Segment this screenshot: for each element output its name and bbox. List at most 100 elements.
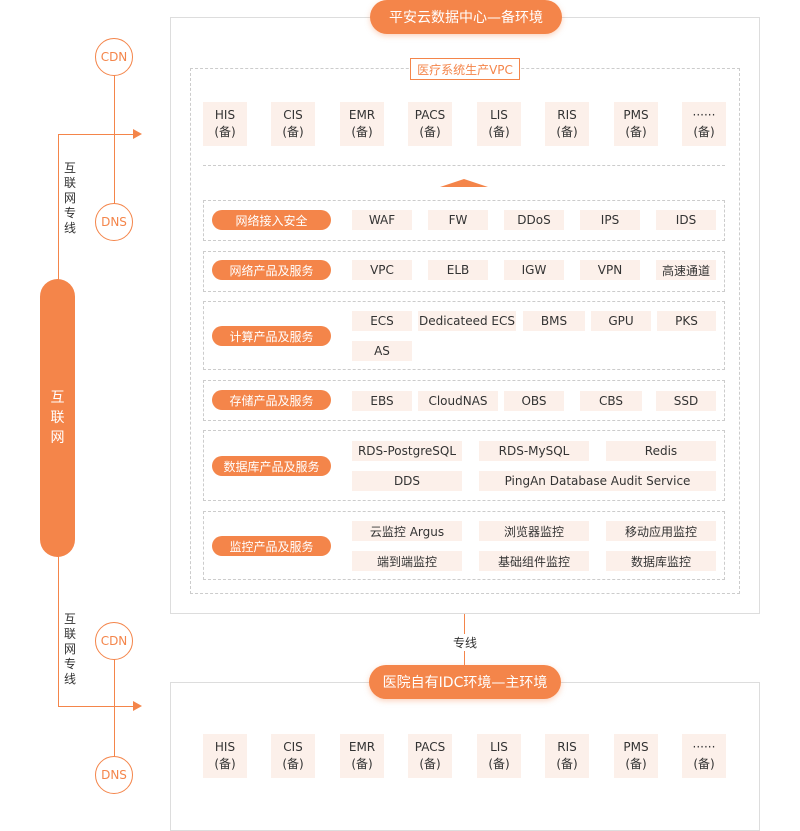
system-name: ······ — [692, 108, 716, 122]
system-tag: (备) — [351, 757, 373, 771]
service-item: DDoS — [504, 210, 564, 230]
service-item: 移动应用监控 — [606, 521, 716, 541]
service-item: RDS-PostgreSQL — [352, 441, 462, 461]
system-card: LIS (备) — [477, 734, 521, 778]
service-item: EBS — [352, 391, 412, 411]
system-card: EMR (备) — [340, 734, 384, 778]
system-card: LIS (备) — [477, 102, 521, 146]
service-item: ELB — [428, 260, 488, 280]
arrow-right-icon — [133, 129, 142, 139]
service-item: WAF — [352, 210, 412, 230]
up-arrow-icon — [440, 179, 488, 187]
primary-environment-title: 医院自有IDC环境—主环境 — [369, 665, 561, 699]
system-card: ······ (备) — [682, 734, 726, 778]
system-name: PACS — [414, 108, 446, 122]
system-name: PMS — [623, 740, 649, 754]
dns-node-bottom: DNS — [95, 756, 133, 794]
layer-category: 计算产品及服务 — [212, 326, 331, 346]
system-card: HIS (备) — [203, 102, 247, 146]
system-tag: (备) — [214, 757, 236, 771]
service-item: SSD — [656, 391, 716, 411]
service-item: RDS-MySQL — [479, 441, 589, 461]
system-name: CIS — [283, 108, 303, 122]
system-card: HIS (备) — [203, 734, 247, 778]
system-tag: (备) — [488, 757, 510, 771]
service-item: PKS — [657, 311, 716, 331]
system-tag: (备) — [282, 125, 304, 139]
system-name: LIS — [490, 740, 508, 754]
layer-category: 监控产品及服务 — [212, 536, 331, 556]
system-name: HIS — [214, 108, 236, 122]
service-item: 基础组件监控 — [479, 551, 589, 571]
system-tag: (备) — [282, 757, 304, 771]
system-card: EMR(备) — [340, 102, 384, 146]
internet-line-top — [58, 134, 59, 280]
service-item: ECS — [352, 311, 412, 331]
system-tag: (备) — [693, 757, 715, 771]
service-layer — [203, 251, 725, 292]
service-item: 云监控 Argus — [352, 521, 462, 541]
service-item: BMS — [523, 311, 585, 331]
system-card: RIS(备) — [545, 102, 589, 146]
cdn-dns-link-top — [114, 74, 115, 204]
service-item: CBS — [580, 391, 642, 411]
internet-line-top-horizontal — [58, 134, 134, 135]
system-name: ······ — [692, 740, 716, 754]
service-item: DDS — [352, 471, 462, 491]
internet-line-label-top: 互联网专线 — [63, 161, 76, 235]
system-tag: (备) — [488, 125, 510, 139]
backup-environment-title: 平安云数据中心—备环境 — [370, 0, 562, 34]
layer-category: 网络接入安全 — [212, 210, 331, 230]
arrow-right-icon — [133, 701, 142, 711]
service-item: CloudNAS — [418, 391, 498, 411]
dedicated-line-label: 专线 — [451, 634, 480, 651]
service-item: VPC — [352, 260, 412, 280]
service-item: FW — [428, 210, 488, 230]
system-tag: (备) — [214, 125, 236, 139]
layer-category: 网络产品及服务 — [212, 260, 331, 280]
system-tag: (备) — [419, 757, 441, 771]
service-layer — [203, 430, 725, 501]
system-name: EMR — [348, 740, 376, 754]
service-item: IDS — [656, 210, 716, 230]
service-layer — [203, 511, 725, 580]
system-tag: (备) — [556, 125, 578, 139]
system-tag: (备) — [419, 125, 441, 139]
system-card: PACS(备) — [408, 734, 452, 778]
vpc-separator — [203, 165, 725, 166]
internet-line-bottom-horizontal — [58, 706, 134, 707]
system-card: PMS (备) — [614, 102, 658, 146]
service-layer — [203, 200, 725, 241]
system-tag: (备) — [625, 757, 647, 771]
service-item: OBS — [504, 391, 564, 411]
system-card: RIS(备) — [545, 734, 589, 778]
internet-node: 互联网 — [40, 279, 75, 557]
service-item: GPU — [591, 311, 651, 331]
cdn-node-bottom: CDN — [95, 622, 133, 660]
service-item: AS — [352, 341, 412, 361]
system-tag: (备) — [625, 125, 647, 139]
system-name: LIS — [490, 108, 508, 122]
vpc-label: 医疗系统生产VPC — [410, 58, 520, 80]
service-item: 端到端监控 — [352, 551, 462, 571]
service-item: IPS — [580, 210, 640, 230]
system-name: HIS — [214, 740, 236, 754]
system-card: PACS (备) — [408, 102, 452, 146]
system-card: ······(备) — [682, 102, 726, 146]
layer-category: 数据库产品及服务 — [212, 456, 331, 476]
service-item: Redis — [606, 441, 716, 461]
service-item: 高速通道 — [656, 260, 716, 280]
service-item: 浏览器监控 — [479, 521, 589, 541]
service-layer — [203, 380, 725, 421]
service-item: 数据库监控 — [606, 551, 716, 571]
service-item: IGW — [504, 260, 564, 280]
system-card: CIS (备) — [271, 102, 315, 146]
system-name: PMS — [623, 108, 649, 122]
service-item: VPN — [580, 260, 640, 280]
system-name: CIS — [283, 740, 303, 754]
cdn-dns-link-bottom — [114, 658, 115, 758]
primary-environment-box — [170, 682, 760, 831]
system-card: PMS (备) — [614, 734, 658, 778]
system-card: CIS (备) — [271, 734, 315, 778]
system-tag: (备) — [351, 125, 373, 139]
